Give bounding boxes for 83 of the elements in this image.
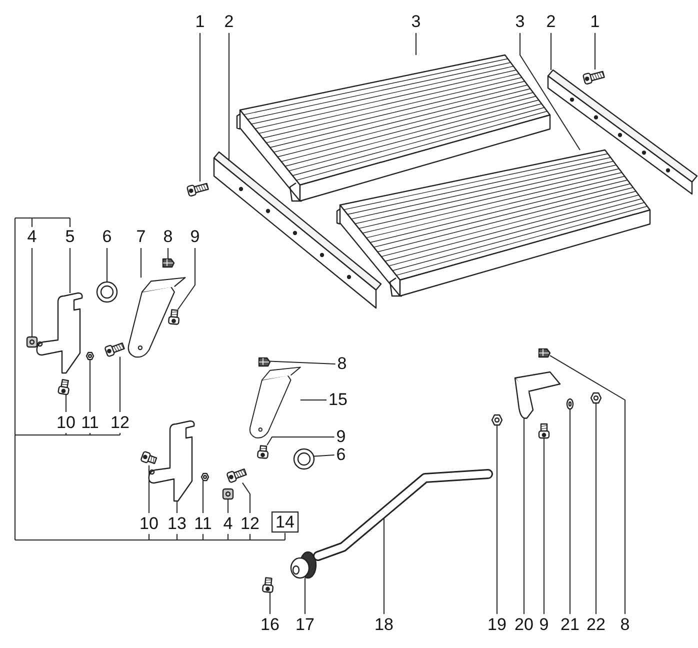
screw-drawing [186,182,209,197]
crank-handle-drawing [313,469,493,561]
leader-line [148,464,150,514]
knob-drawing [96,281,118,303]
callout-number: 21 [560,615,580,635]
callout-number: 6 [101,227,113,247]
square-nut-drawing [26,336,38,348]
callout-number: 11 [80,413,100,433]
callout-number: 9 [189,227,201,247]
screw-drawing [256,445,269,460]
callout-number: 19 [486,615,508,635]
callout-number: 10 [56,413,76,433]
knob-drawing [293,448,315,470]
leader-line [176,500,178,514]
leader-line [177,248,196,310]
hex-nut-drawing [200,472,210,482]
callout-number: 12 [240,514,260,534]
screw-drawing [104,342,125,358]
leader-line [270,360,336,364]
leader-line [266,436,335,446]
leader-line [242,482,250,514]
leader-line [106,248,108,282]
screw-drawing [57,379,70,396]
callout-number: 2 [223,12,235,32]
callout-number: 13 [166,514,188,534]
callout-number: 8 [162,227,174,247]
leader-line [550,355,626,614]
hex-nut-drawing [590,392,602,404]
hex-nut-drawing [491,414,503,426]
angle-bracket-drawing [249,366,301,438]
callout-number: 1 [194,12,206,32]
callout-number: 22 [586,615,606,635]
callout-number: 17 [294,615,316,635]
wheel-drawing [290,551,317,579]
leader-line [304,578,306,614]
callout-number: 9 [335,427,347,447]
t-nut-drawing [538,348,551,358]
rail-drawing [213,151,382,309]
hex-nut-drawing [86,352,94,360]
leader-line [314,454,335,457]
callout-number: 6 [335,445,347,465]
callout-number: 15 [328,390,348,410]
callout-number: 8 [619,615,631,635]
leader-line [520,32,580,150]
callout-number: 1 [589,12,601,32]
callout-number: 2 [545,12,557,32]
leader-line [550,32,552,70]
leader-line [496,424,498,614]
square-nut-drawing [222,488,234,500]
callout-number: 3 [514,12,526,32]
callout-number: 7 [135,227,147,247]
callout-number: 9 [538,615,550,635]
screw-drawing [168,309,180,326]
callout-number: 3 [410,12,422,32]
leader-line [202,480,204,514]
angle-bracket-drawing [514,371,561,419]
callout-number: 11 [193,514,213,534]
callout-number: 16 [260,615,280,635]
screw-drawing [226,468,247,484]
t-nut-drawing [258,357,271,367]
angle-bracket-drawing [128,277,186,358]
callout-number: 10 [138,514,160,534]
boxed-callout-number: 14 [272,512,298,532]
screw-drawing [262,577,274,594]
screw-drawing [538,423,550,439]
callout-number: 4 [222,514,234,534]
screw-drawing [140,450,158,464]
callout-number: 12 [110,413,130,433]
extrusion-panel-drawing [336,149,651,297]
hook-bracket-drawing [36,292,83,374]
rail-drawing [547,69,698,195]
leader-line [140,248,142,278]
t-nut-drawing [162,258,175,268]
callout-number: 4 [26,227,38,247]
callout-number: 20 [514,615,534,635]
leader-line [228,32,230,162]
callout-number: 8 [336,354,348,374]
callout-number: 5 [64,227,76,247]
hook-bracket-drawing [148,420,195,502]
screw-drawing [582,70,605,85]
callout-number: 18 [374,615,394,635]
leader-line [594,32,596,70]
washer-drawing [566,398,574,410]
